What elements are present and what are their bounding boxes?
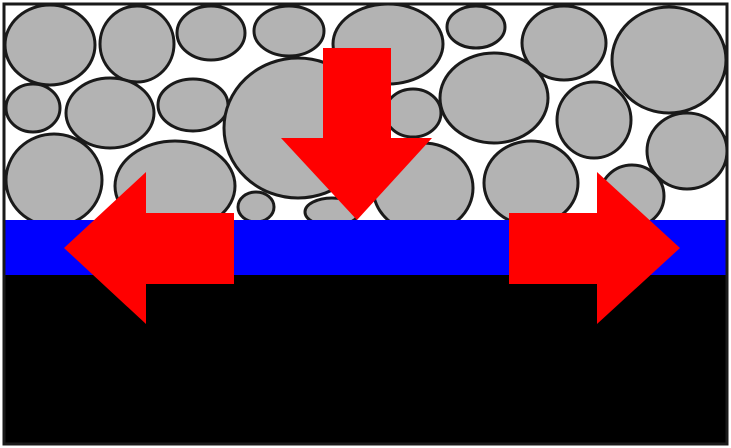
particle xyxy=(238,192,274,222)
particle xyxy=(254,6,324,56)
particle xyxy=(158,79,228,131)
particle xyxy=(557,82,631,158)
particle xyxy=(612,7,726,113)
particle xyxy=(385,89,441,137)
particle xyxy=(484,141,578,225)
particle xyxy=(100,6,174,82)
particle xyxy=(177,6,245,60)
particle xyxy=(66,78,154,148)
particle xyxy=(6,84,60,132)
particle xyxy=(440,53,548,143)
particle xyxy=(5,5,95,85)
particle xyxy=(447,6,505,48)
particle xyxy=(6,134,102,226)
